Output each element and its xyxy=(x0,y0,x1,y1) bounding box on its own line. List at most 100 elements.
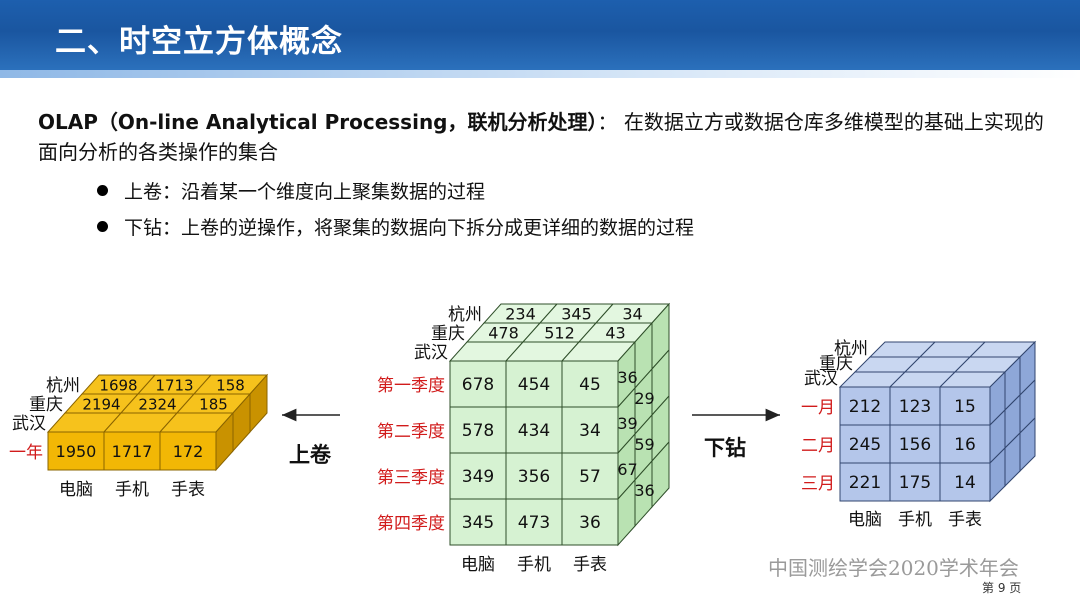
intro-separator: ： xyxy=(597,110,618,134)
cube-col-label: 手表 xyxy=(171,480,205,500)
cube-col-label: 电脑 xyxy=(848,510,882,530)
cube-col-label: 电脑 xyxy=(59,480,93,500)
cube-top-value: 158 xyxy=(216,376,245,394)
cube-value: 212 xyxy=(849,397,881,417)
cube-depth-label: 武汉 xyxy=(12,414,46,434)
bullet-dot-icon xyxy=(97,185,108,196)
cube-value: 434 xyxy=(518,421,550,441)
cube-value: 34 xyxy=(579,421,601,441)
cube-front-cell xyxy=(889,424,941,464)
cube-front-cell xyxy=(505,360,563,408)
cube-col-label: 手表 xyxy=(573,555,607,575)
cube-front-cell xyxy=(839,462,891,502)
cube-front-cell xyxy=(159,431,217,471)
cube-value: 473 xyxy=(518,513,550,533)
cube-row-label: 一月 xyxy=(801,398,835,418)
cube-side-value: 36 xyxy=(617,368,637,387)
cube-value: 356 xyxy=(518,467,550,487)
bullet-text: 下钻：上卷的逆操作，将聚集的数据向下拆分成更详细的数据的过程 xyxy=(124,217,695,239)
cube-top-value: 185 xyxy=(199,395,228,413)
cube-row-label: 第四季度 xyxy=(377,514,445,534)
cube-front-cell xyxy=(939,462,991,502)
cube-depth-label: 杭州 xyxy=(834,339,868,359)
cube-depth-label: 武汉 xyxy=(804,369,838,389)
cube-front-cell xyxy=(839,386,891,426)
cube-front-cell xyxy=(449,452,507,500)
cube-top-value: 1698 xyxy=(99,376,137,394)
cube-value: 156 xyxy=(899,435,931,455)
cube-col-label: 手机 xyxy=(517,555,551,575)
cube-value: 15 xyxy=(954,397,976,417)
cube-top-value: 43 xyxy=(605,324,625,343)
intro-paragraph: OLAP（On-line Analytical Processing，联机分析处… xyxy=(38,107,1048,167)
drilldown-label: 下钻 xyxy=(704,436,746,460)
cube-depth-label: 重庆 xyxy=(29,395,63,415)
bullet-drilldown: 下钻：上卷的逆操作，将聚集的数据向下拆分成更详细的数据的过程 xyxy=(97,213,694,240)
cube-top-value: 345 xyxy=(561,305,592,324)
cube-value: 221 xyxy=(849,473,881,493)
cube-front-cell xyxy=(889,462,941,502)
cube-side-value: 39 xyxy=(617,414,637,433)
cube-row-label: 二月 xyxy=(801,436,835,456)
page-number: 第 9 页 xyxy=(982,581,1022,595)
cube-value: 175 xyxy=(899,473,931,493)
cube-value: 45 xyxy=(579,375,601,395)
cube-row-label: 第二季度 xyxy=(377,422,445,442)
cube-row-label: 一年 xyxy=(9,443,43,463)
cube-front-cell xyxy=(839,424,891,464)
cube-top-value: 2324 xyxy=(138,395,176,413)
cube-value: 14 xyxy=(954,473,976,493)
cube-front-cell xyxy=(561,498,619,546)
olap-term: OLAP（On-line Analytical Processing，联机分析处… xyxy=(38,110,598,134)
cube-value: 345 xyxy=(462,513,494,533)
cube-front-cell xyxy=(561,360,619,408)
footer-conference: 中国测绘学会2020学术年会 xyxy=(768,556,1019,580)
cube-value: 123 xyxy=(899,397,931,417)
cube-side-value: 67 xyxy=(617,460,637,479)
cube-front-cell xyxy=(103,431,161,471)
cube-front-cell xyxy=(449,360,507,408)
cube-row-label: 第三季度 xyxy=(377,468,445,488)
cube-top-value: 478 xyxy=(488,324,519,343)
cube-front-cell xyxy=(47,431,105,471)
cube-depth-label: 杭州 xyxy=(448,305,482,325)
cube-col-label: 手表 xyxy=(948,510,982,530)
cube-side-value: 29 xyxy=(634,389,654,408)
cube-front-cell xyxy=(505,452,563,500)
cube-value: 245 xyxy=(849,435,881,455)
cube-value: 57 xyxy=(579,467,601,487)
cube-value: 678 xyxy=(462,375,494,395)
cube-depth-label: 重庆 xyxy=(819,354,853,374)
cube-depth-label: 杭州 xyxy=(46,376,80,396)
rollup-label: 上卷 xyxy=(289,443,332,467)
cube-front-cell xyxy=(505,498,563,546)
slide-title: 二、时空立方体概念 xyxy=(55,24,343,60)
cube-row-label: 三月 xyxy=(801,474,835,494)
bullet-rollup: 上卷：沿着某一个维度向上聚集数据的过程 xyxy=(97,177,485,204)
cube-top-value: 2194 xyxy=(82,395,120,413)
cube-top-value: 512 xyxy=(544,324,575,343)
cube-front-cell xyxy=(939,386,991,426)
bullet-dot-icon xyxy=(97,221,108,232)
cube-col-label: 手机 xyxy=(115,480,149,500)
title-banner: 二、时空立方体概念 xyxy=(0,0,1080,78)
cube-value: 172 xyxy=(173,442,204,461)
cube-value: 36 xyxy=(579,513,601,533)
cube-front-cell xyxy=(889,386,941,426)
cube-depth-label: 武汉 xyxy=(414,343,448,363)
cube-value: 1950 xyxy=(56,442,97,461)
cube-depth-label: 重庆 xyxy=(431,324,465,344)
cube-value: 349 xyxy=(462,467,494,487)
cube-value: 1717 xyxy=(112,442,153,461)
cube-top-value: 1713 xyxy=(155,376,193,394)
cube-side-value: 59 xyxy=(634,435,654,454)
cube-col-label: 电脑 xyxy=(461,555,495,575)
bullet-text: 上卷：沿着某一个维度向上聚集数据的过程 xyxy=(124,181,486,203)
cube-top-value: 234 xyxy=(505,305,536,324)
cube-col-label: 手机 xyxy=(898,510,932,530)
cube-row-label: 第一季度 xyxy=(377,376,445,396)
